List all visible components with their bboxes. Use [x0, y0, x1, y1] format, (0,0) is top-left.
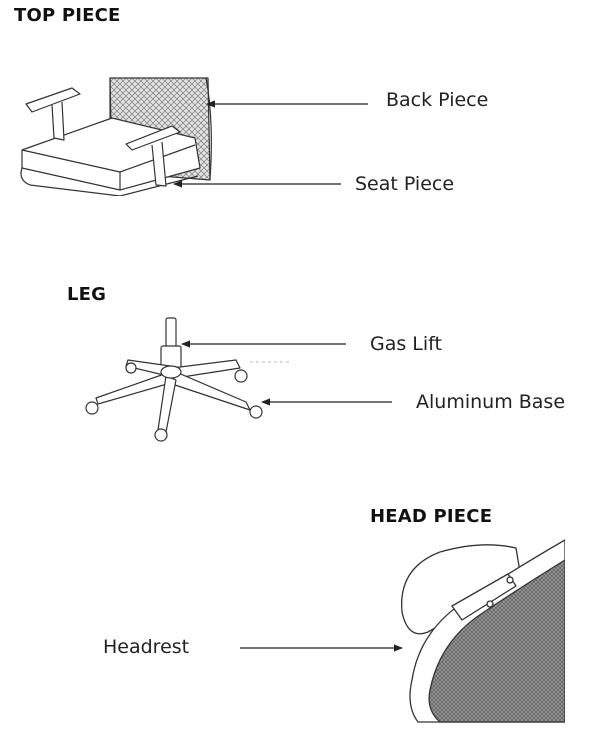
seat-piece-label: Seat Piece	[355, 173, 455, 195]
aluminum-base-label: Aluminum Base	[416, 391, 566, 413]
chair-leg-illustration	[85, 317, 292, 442]
leg-heading: LEG	[67, 284, 107, 305]
headrest-label: Headrest	[103, 636, 190, 658]
top-piece-heading: TOP PIECE	[14, 5, 121, 26]
back-piece-label: Back Piece	[386, 89, 489, 111]
gas-lift-label: Gas Lift	[370, 333, 442, 355]
head-piece-heading: HEAD PIECE	[370, 506, 493, 527]
head-piece-illustration	[401, 539, 565, 723]
chair-top-piece-illustration	[20, 77, 212, 196]
